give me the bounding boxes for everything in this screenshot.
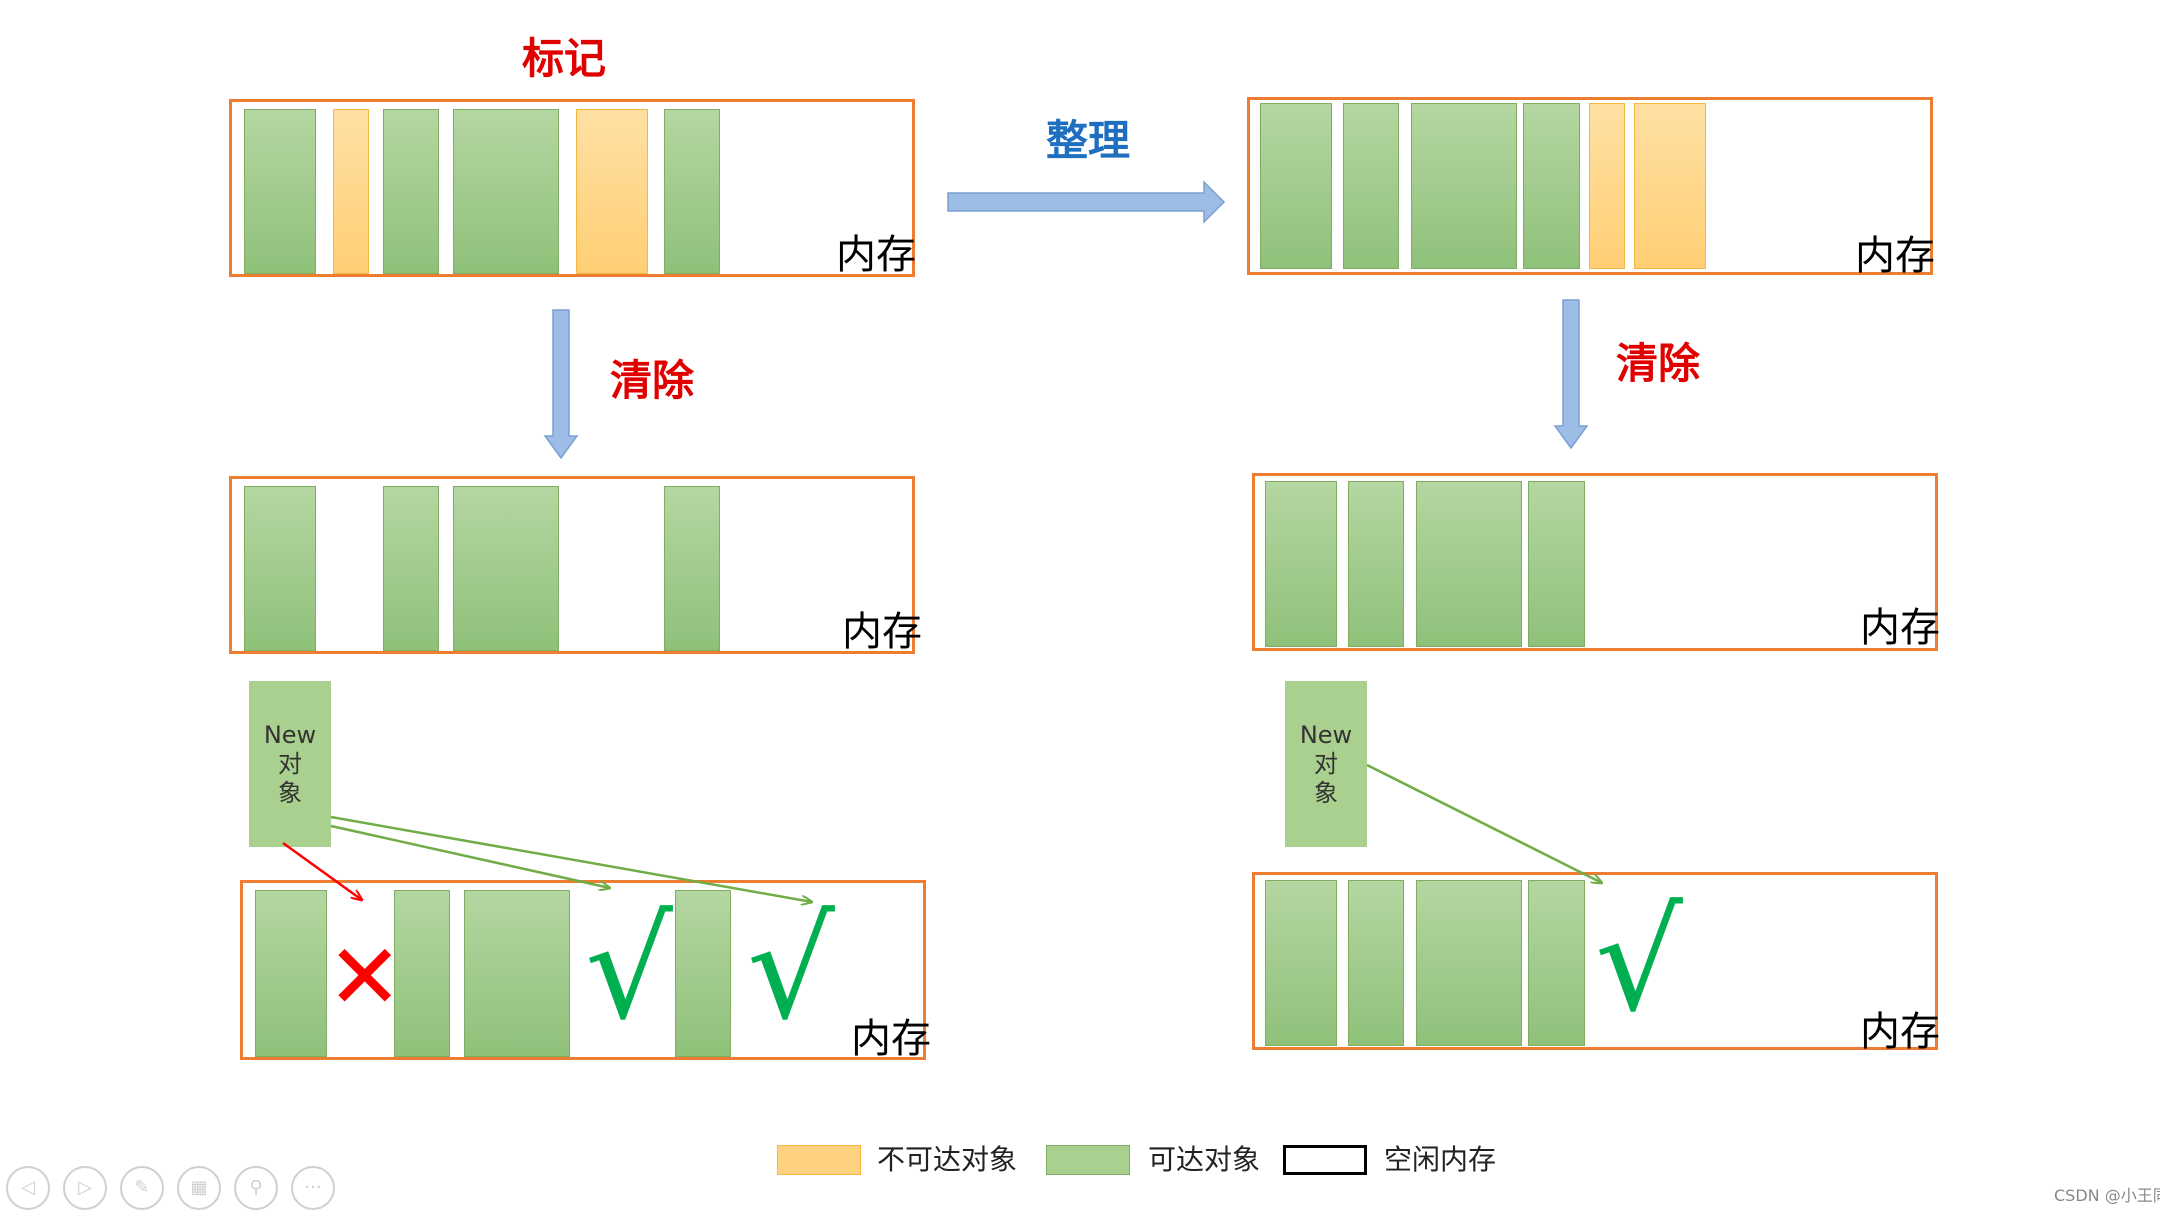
reachable-object (1265, 880, 1337, 1046)
right-arrow-icon (947, 180, 1226, 224)
down-arrow-icon (1553, 299, 1589, 450)
reachable-object (453, 109, 559, 274)
new-object-left: New 对 象 (249, 681, 331, 847)
watermark: CSDN @小王同 (2054, 1186, 2160, 1205)
sweep-title-left: 清除 (610, 356, 695, 405)
legend-label-unreachable: 不可达对象 (877, 1143, 1018, 1176)
green-arrow-icon (330, 815, 812, 902)
compact-title: 整理 (1046, 116, 1131, 165)
pen-icon[interactable]: ✎ (120, 1166, 164, 1210)
zoom-icon[interactable]: ⚲ (234, 1166, 278, 1210)
success-check-icon: √ (585, 889, 673, 1050)
sweep-title-right: 清除 (1616, 339, 1701, 388)
memory-label: 内存 (851, 1016, 931, 1062)
unreachable-object (576, 109, 648, 274)
reachable-object (1416, 880, 1522, 1046)
red-arrow-icon (282, 841, 362, 900)
reachable-object (255, 890, 327, 1057)
memory-label: 内存 (836, 232, 916, 278)
reachable-object (1260, 103, 1332, 269)
success-check-icon: √ (1595, 881, 1683, 1042)
reachable-object (244, 486, 316, 651)
green-arrow-icon (1366, 763, 1602, 883)
legend-swatch-free (1283, 1145, 1367, 1175)
memory-compacted-swept: 内存 (1252, 473, 1940, 651)
unreachable-object (1634, 103, 1706, 269)
unreachable-object (1589, 103, 1625, 269)
reachable-object (1528, 880, 1585, 1046)
down-arrow-icon (543, 309, 579, 460)
memory-allocation-compacted: √ 内存 (1252, 872, 1940, 1055)
fail-cross-icon: ✕ (327, 925, 403, 1030)
legend-label-reachable: 可达对象 (1148, 1143, 1261, 1176)
reachable-object (664, 109, 720, 274)
prev-icon[interactable]: ◁ (6, 1166, 50, 1210)
new-object-right: New 对 象 (1285, 681, 1367, 847)
green-arrow-icon (330, 824, 610, 888)
legend-swatch-reachable (1046, 1145, 1130, 1175)
unreachable-object (333, 109, 369, 274)
reachable-object (244, 109, 316, 274)
memory-allocation-fragmented: ✕ √ √ 内存 (240, 880, 931, 1060)
memory-swept: 内存 (229, 476, 922, 654)
reachable-object (1416, 481, 1522, 647)
memory-marked: 内存 (229, 99, 916, 278)
reachable-object (464, 890, 570, 1057)
reachable-object (1343, 103, 1399, 269)
memory-label: 内存 (842, 609, 922, 655)
more-icon[interactable]: ··· (291, 1166, 335, 1210)
legend-swatch-unreachable (777, 1145, 861, 1175)
reachable-object (453, 486, 559, 651)
reachable-object (394, 890, 450, 1057)
reachable-object (1523, 103, 1580, 269)
reachable-object (383, 109, 439, 274)
reachable-object (664, 486, 720, 651)
reachable-object (1348, 481, 1404, 647)
memory-compacted: 内存 (1247, 97, 1935, 279)
mark-title: 标记 (522, 34, 607, 83)
reachable-object (1348, 880, 1404, 1046)
legend-label-free: 空闲内存 (1384, 1143, 1497, 1176)
memory-label: 内存 (1860, 1009, 1940, 1055)
reachable-object (675, 890, 731, 1057)
next-icon[interactable]: ▷ (63, 1166, 107, 1210)
slides-icon[interactable]: ▦ (177, 1166, 221, 1210)
memory-label: 内存 (1855, 233, 1935, 279)
success-check-icon: √ (747, 889, 835, 1050)
reachable-object (1411, 103, 1517, 269)
memory-label: 内存 (1860, 605, 1940, 651)
reachable-object (1265, 481, 1337, 647)
reachable-object (383, 486, 439, 651)
reachable-object (1528, 481, 1585, 647)
